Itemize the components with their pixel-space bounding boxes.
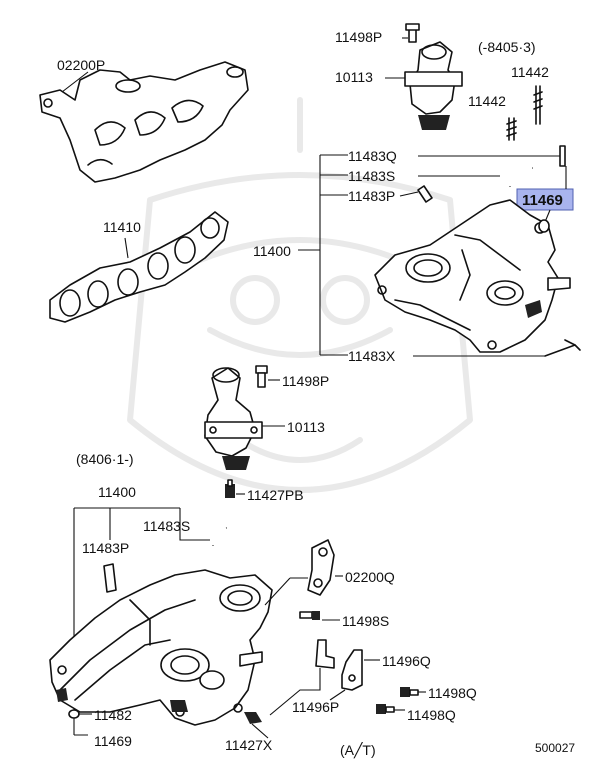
transmission-label: (A╱T) bbox=[340, 742, 376, 759]
callout-11427pb: 11427PB bbox=[247, 487, 304, 503]
bracket-11496p[interactable] bbox=[315, 639, 335, 669]
leader-11400-top bbox=[298, 154, 348, 356]
exhaust-manifold[interactable] bbox=[39, 61, 249, 183]
bolt-11498s[interactable] bbox=[299, 611, 320, 620]
callout-11483x: 11483X bbox=[348, 348, 396, 364]
intake-manifold-bottom[interactable] bbox=[49, 569, 273, 726]
sensor-11427x[interactable] bbox=[244, 712, 262, 724]
bracket-11483x[interactable] bbox=[544, 339, 581, 357]
callout-11483p-top: 11483P bbox=[348, 188, 395, 204]
bolt-11498q-upper[interactable] bbox=[400, 687, 419, 697]
diagram-number: 500027 bbox=[535, 741, 575, 755]
pin-11483q[interactable] bbox=[559, 145, 566, 167]
exhaust-gasket[interactable] bbox=[49, 211, 229, 323]
callout-02200p: 02200P bbox=[57, 57, 105, 73]
callout-11483q: 11483Q bbox=[348, 148, 397, 164]
bolt-11498p-top[interactable] bbox=[402, 23, 420, 43]
callout-11498q-upper: 11498Q bbox=[428, 685, 477, 701]
date-range-bottom: (8406·1-) bbox=[76, 451, 134, 467]
leader-11400-bottom bbox=[73, 507, 210, 736]
callout-11469-highlighted: 11469 bbox=[522, 192, 563, 209]
watermark-emblem bbox=[127, 97, 473, 493]
callout-11498p-top: 11498P bbox=[335, 29, 382, 45]
water-outlet-mid[interactable] bbox=[204, 367, 263, 470]
callout-11442-b: 11442 bbox=[468, 93, 506, 109]
callout-02200q: 02200Q bbox=[345, 569, 395, 585]
callout-11400-top: 11400 bbox=[253, 243, 291, 259]
bolt-11498q-lower[interactable] bbox=[376, 704, 395, 714]
date-range-top: (-8405·3) bbox=[478, 39, 536, 55]
nut-11482[interactable] bbox=[56, 688, 68, 702]
callout-11427x: 11427X bbox=[225, 737, 273, 753]
callout-10113-mid: 10113 bbox=[287, 419, 325, 435]
callout-11498s: 11498S bbox=[342, 613, 389, 629]
stud-11442-a[interactable] bbox=[533, 85, 543, 125]
callout-11483s-top: 11483S bbox=[348, 168, 395, 184]
hose-11483p-bottom[interactable] bbox=[103, 563, 117, 593]
callout-11469-bottom: 11469 bbox=[94, 733, 132, 749]
hose-11483s-bottom[interactable] bbox=[211, 526, 227, 546]
hose-11483s-top[interactable] bbox=[508, 166, 533, 187]
callout-11483s-bottom: 11483S bbox=[143, 518, 190, 534]
callout-11482: 11482 bbox=[94, 707, 132, 723]
callout-11496p: 11496P bbox=[292, 699, 339, 715]
callout-11498p-mid: 11498P bbox=[282, 373, 329, 389]
callout-11410: 11410 bbox=[103, 219, 141, 235]
bracket-02200q[interactable] bbox=[307, 539, 335, 596]
callout-11442-a: 11442 bbox=[511, 64, 549, 80]
highlight-11469[interactable]: 11469 bbox=[516, 188, 574, 211]
washer-11469-top[interactable] bbox=[538, 219, 550, 233]
sensor-11427pb[interactable] bbox=[225, 479, 235, 498]
callout-11496q: 11496Q bbox=[382, 653, 431, 669]
callout-11400-bottom: 11400 bbox=[98, 484, 136, 500]
callout-10113-top: 10113 bbox=[335, 69, 373, 85]
water-outlet-top[interactable] bbox=[385, 41, 463, 130]
bolt-11498p-mid[interactable] bbox=[255, 365, 268, 388]
callout-11483p-bottom: 11483P bbox=[82, 540, 129, 556]
intake-manifold-top[interactable] bbox=[374, 199, 571, 353]
stud-11442-b[interactable] bbox=[506, 117, 517, 141]
washer-11469-bottom[interactable] bbox=[68, 709, 80, 719]
bracket-11496q[interactable] bbox=[341, 649, 363, 691]
callout-11498q-lower: 11498Q bbox=[407, 707, 456, 723]
hose-11483p-top[interactable] bbox=[399, 185, 433, 203]
